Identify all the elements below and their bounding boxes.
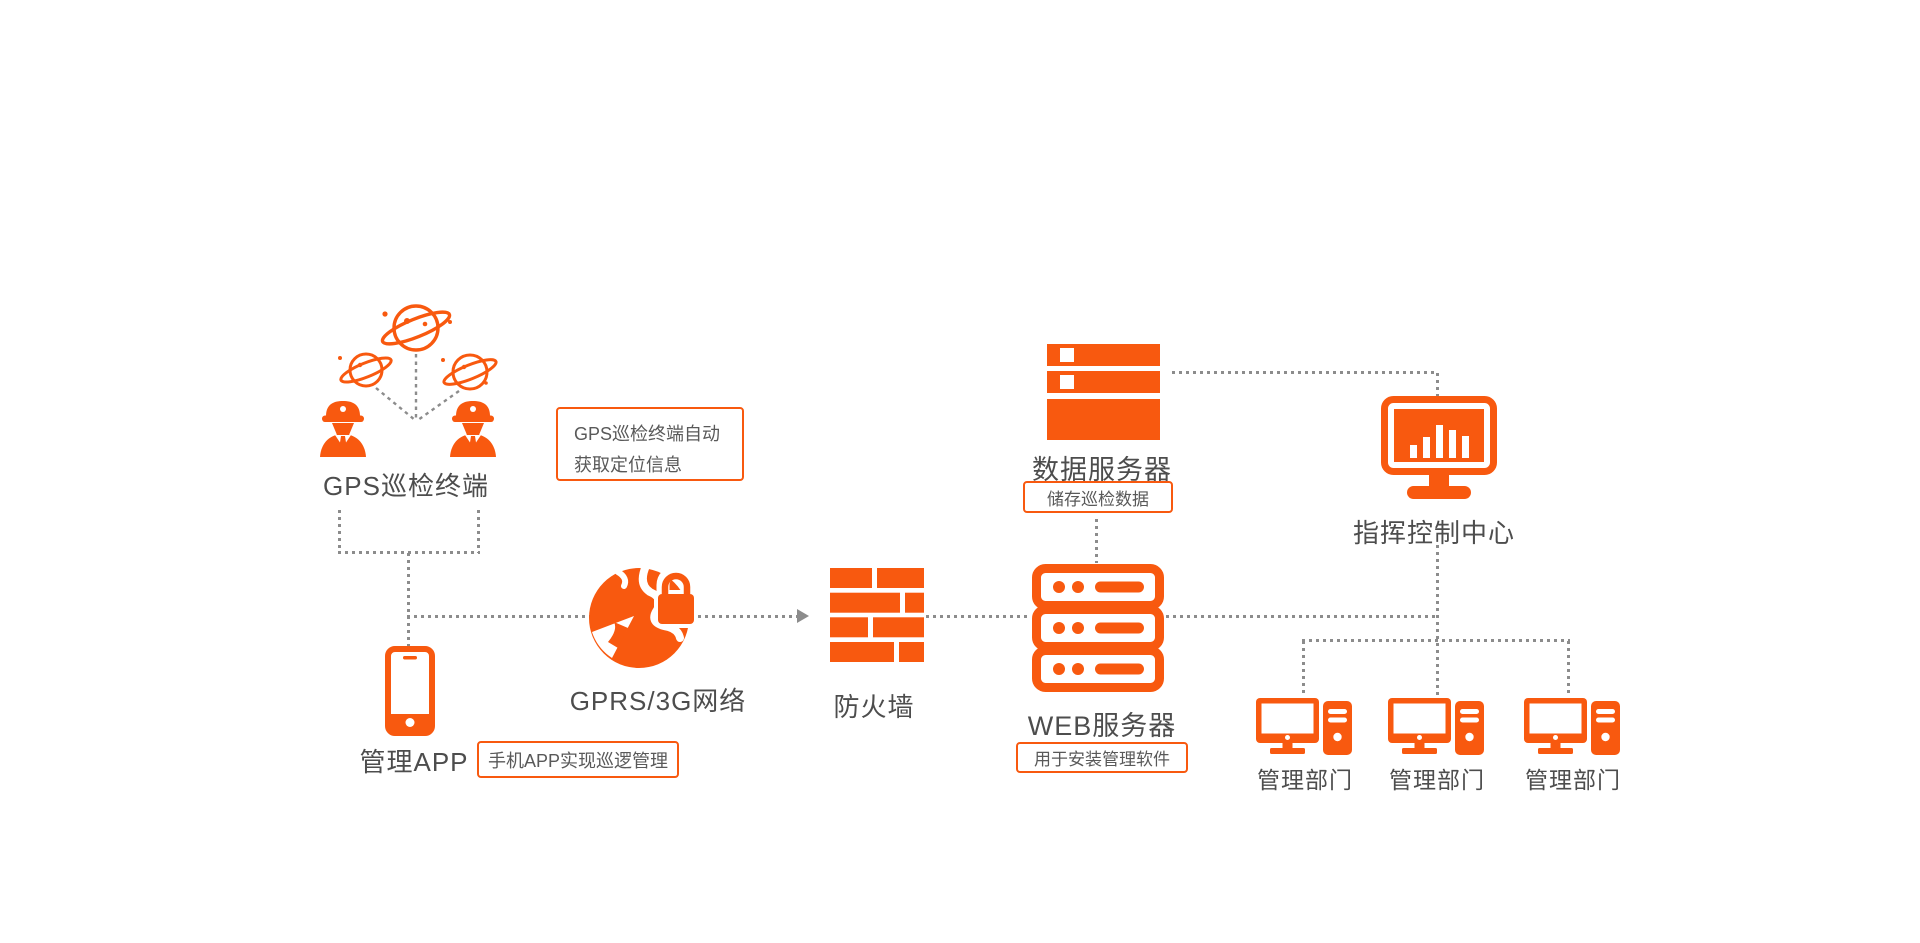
- node-label-command-center: 指挥控制中心: [1352, 518, 1516, 548]
- smartphone-icon: [385, 646, 435, 736]
- line-phone-to-globe: [407, 615, 591, 618]
- callout-gps-info: GPS巡检终端自动 获取定位信息: [556, 407, 744, 481]
- satellite-signal-lines: [375, 354, 460, 421]
- line-bracket-right: [477, 510, 480, 553]
- desktop-computer-icon: [1524, 698, 1620, 755]
- line-terminal-to-phone: [407, 553, 410, 647]
- callout-app-note: 手机APP实现巡逻管理: [477, 741, 679, 778]
- node-label-data-server: 数据服务器: [1032, 455, 1172, 485]
- node-label-department-2: 管理部门: [1389, 767, 1485, 793]
- command-monitor-icon: [1381, 396, 1497, 499]
- desktop-computer-icon: [1256, 698, 1352, 755]
- node-label-department-1: 管理部门: [1257, 767, 1353, 793]
- satellite-icon: [380, 304, 452, 352]
- line-monitor-to-departments: [1436, 545, 1439, 697]
- data-server-icon: [1047, 344, 1160, 440]
- node-label-department-3: 管理部门: [1525, 767, 1621, 793]
- satellite-dots: [441, 358, 488, 385]
- line-drop-department-1: [1302, 641, 1305, 697]
- firewall-icon: [830, 568, 924, 662]
- desktop-computer-icon: [1388, 698, 1484, 755]
- callout-web-note: 用于安装管理软件: [1016, 742, 1188, 773]
- bar-chart-glyph: [1410, 425, 1469, 458]
- satellite-icon: [442, 353, 498, 391]
- node-label-gprs-network: GPRS/3G网络: [569, 686, 747, 716]
- lock-icon: [654, 565, 698, 628]
- line-monitor-drop-in: [1436, 373, 1439, 397]
- node-label-firewall: 防火墙: [833, 692, 915, 722]
- globe-network-icon: [589, 564, 698, 668]
- satellite-dots: [338, 356, 363, 368]
- police-officer-icon: [450, 401, 496, 457]
- police-officer-icon: [320, 401, 366, 457]
- satellite-cluster: [338, 304, 498, 421]
- callout-gps-info-line2: 获取定位信息: [574, 455, 682, 475]
- line-dataserver-to-monitor: [1172, 371, 1438, 374]
- node-label-gps-terminal: GPS巡检终端: [323, 471, 489, 501]
- satellite-icon: [339, 352, 393, 388]
- web-server-icon: [1032, 564, 1164, 692]
- line-bracket-bottom: [338, 551, 480, 554]
- line-webserver-to-right: [1166, 615, 1437, 618]
- line-department-distribution: [1302, 639, 1570, 642]
- line-dataserver-to-webserver: [1095, 519, 1098, 563]
- callout-gps-info-line1: GPS巡检终端自动: [574, 424, 721, 444]
- line-globe-to-arrow: [691, 615, 797, 618]
- line-drop-department-3: [1567, 641, 1570, 697]
- node-label-management-app: 管理APP: [359, 747, 469, 777]
- callout-data-note: 储存巡检数据: [1023, 481, 1173, 513]
- line-firewall-to-webserver: [926, 615, 1030, 618]
- line-bracket-left: [338, 510, 341, 553]
- arrow-right-icon: [797, 609, 809, 623]
- node-label-web-server: WEB服务器: [1027, 711, 1177, 741]
- satellite-dots: [382, 311, 452, 327]
